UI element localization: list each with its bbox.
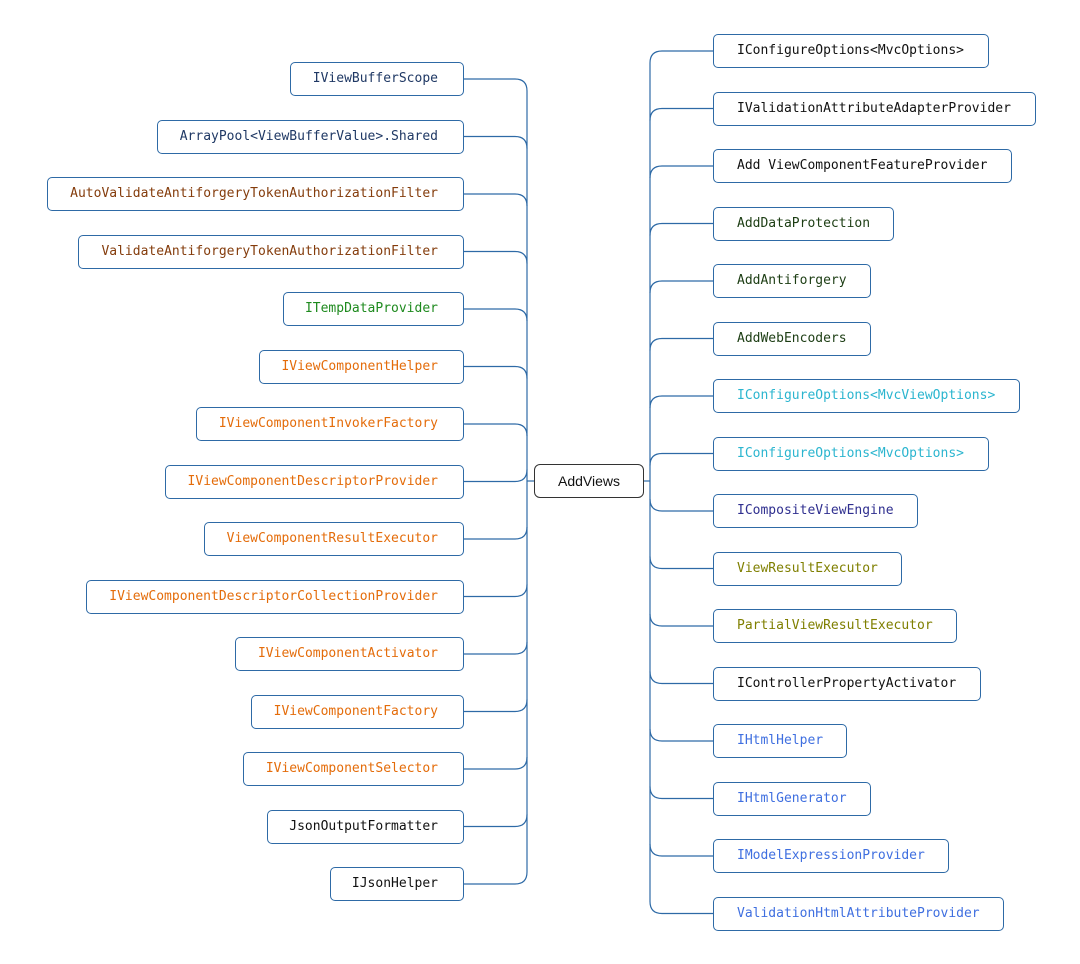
node-validationhtmlattributeprovider-15[interactable]: ValidationHtmlAttributeProvider [713,896,1004,931]
node-ihtmlhelper-12[interactable]: IHtmlHelper [713,724,847,758]
connector-right-validationhtmlattributeprovider-15 [649,901,713,915]
connector-left-itempdataprovider [464,308,528,322]
node-iconfigureoptions-mvcviewoptions-6[interactable]: IConfigureOptions<MvcViewOptions> [713,379,1020,413]
node-itempdataprovider[interactable]: ITempDataProvider [283,292,464,326]
node-addwebencoders-5[interactable]: AddWebEncoders [713,321,871,356]
node-add-viewcomponentfeatureprovider-2[interactable]: Add ViewComponentFeatureProvider [713,149,1012,183]
node-validateantiforgerytokenauthorizationfilter[interactable]: ValidateAntiforgeryTokenAuthorizationFil… [78,234,464,269]
connector-right-addantiforgery-4 [649,280,713,294]
node-viewresultexecutor-9[interactable]: ViewResultExecutor [713,551,902,586]
node-jsonoutputformatter[interactable]: JsonOutputFormatter [267,809,464,844]
node-adddataprotection-3[interactable]: AddDataProtection [713,206,894,241]
node-iviewcomponentselector[interactable]: IViewComponentSelector [243,752,464,786]
connector-left-iviewcomponenthelper [464,365,528,379]
connector-left-iviewcomponentdescriptorprovider [464,469,528,483]
connector-left-arraypool-viewbuffervalue-shared [464,135,528,149]
node-icontrollerpropertyactivator-11[interactable]: IControllerPropertyActivator [713,666,981,701]
connector-left-iviewcomponentselector [464,756,528,770]
connector-left-autovalidateantiforgerytokenauthorizationfilter [464,193,528,207]
connector-left-ijsonhelper [464,871,528,885]
node-iviewcomponentdescriptorcollectionprovider[interactable]: IViewComponentDescriptorCollectionProvid… [86,579,464,614]
connector-left-iviewbufferscope [464,78,528,92]
connector-left-iviewcomponentdescriptorcollectionprovider [464,584,528,598]
node-ijsonhelper[interactable]: IJsonHelper [330,867,464,901]
node-addantiforgery-4[interactable]: AddAntiforgery [713,264,871,298]
node-iconfigureoptions-mvcoptions-0[interactable]: IConfigureOptions<MvcOptions> [713,34,989,68]
connector-right-icompositeviewengine-8 [649,498,713,512]
connector-right-viewresultexecutor-9 [649,556,713,570]
connector-right-ivalidationattributeadapterprovider-1 [649,107,713,121]
connector-right-iconfigureoptions-mvcoptions-0 [649,50,713,64]
connector-right-ihtmlhelper-12 [649,728,713,742]
node-partialviewresultexecutor-10[interactable]: PartialViewResultExecutor [713,609,957,643]
node-iviewcomponentdescriptorprovider[interactable]: IViewComponentDescriptorProvider [165,464,464,499]
connector-right-iconfigureoptions-mvcoptions-7 [649,452,713,466]
connector-right-iconfigureoptions-mvcviewoptions-6 [649,395,713,409]
connector-left-validateantiforgerytokenauthorizationfilter [464,250,528,264]
node-icompositeviewengine-8[interactable]: ICompositeViewEngine [713,494,918,528]
node-iconfigureoptions-mvcoptions-7[interactable]: IConfigureOptions<MvcOptions> [713,436,989,471]
node-autovalidateantiforgerytokenauthorizationfilter[interactable]: AutoValidateAntiforgeryTokenAuthorizatio… [47,177,464,211]
connector-left-viewcomponentresultexecutor [464,526,528,540]
node-iviewcomponenthelper[interactable]: IViewComponentHelper [259,349,464,384]
node-ihtmlgenerator-13[interactable]: IHtmlGenerator [713,781,871,816]
connector-right-icontrollerpropertyactivator-11 [649,671,713,685]
connector-left-iviewcomponentactivator [464,641,528,655]
center-node-addviews[interactable]: AddViews [534,464,644,498]
node-iviewcomponentactivator[interactable]: IViewComponentActivator [235,637,464,671]
connector-left-iviewcomponentinvokerfactory [464,423,528,437]
node-iviewbufferscope[interactable]: IViewBufferScope [290,62,464,96]
node-imodelexpressionprovider-14[interactable]: IModelExpressionProvider [713,839,949,873]
connector-right-add-viewcomponentfeatureprovider-2 [649,165,713,179]
connector-right-imodelexpressionprovider-14 [649,843,713,857]
node-iviewcomponentfactory[interactable]: IViewComponentFactory [251,694,464,729]
connector-right-ihtmlgenerator-13 [649,786,713,800]
node-arraypool-viewbuffervalue-shared[interactable]: ArrayPool<ViewBufferValue>.Shared [157,119,464,154]
connector-right-adddataprotection-3 [649,222,713,236]
node-viewcomponentresultexecutor[interactable]: ViewComponentResultExecutor [204,522,464,556]
connector-right-addwebencoders-5 [649,337,713,351]
connector-left-jsonoutputformatter [464,814,528,828]
connector-right-partialviewresultexecutor-10 [649,613,713,627]
node-ivalidationattributeadapterprovider-1[interactable]: IValidationAttributeAdapterProvider [713,91,1036,126]
node-iviewcomponentinvokerfactory[interactable]: IViewComponentInvokerFactory [196,407,464,441]
connector-left-iviewcomponentfactory [464,699,528,713]
